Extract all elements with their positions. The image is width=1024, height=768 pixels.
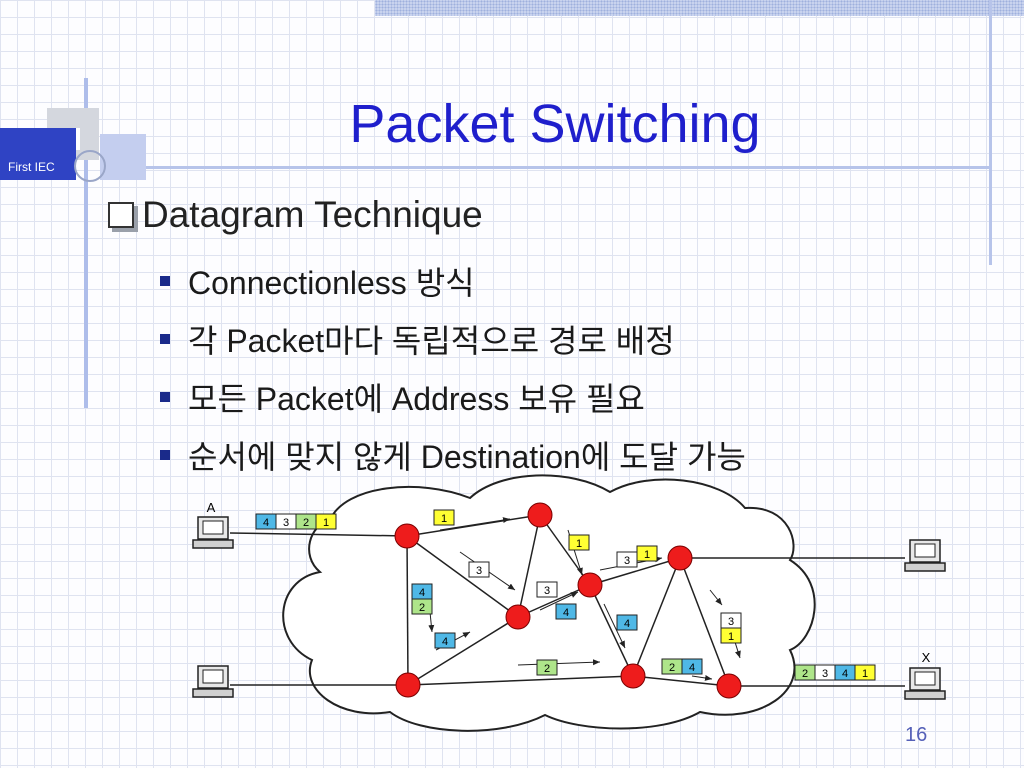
- packet-label: 1: [576, 538, 582, 550]
- square-bullet-icon: [160, 334, 170, 344]
- packet-label: 3: [476, 565, 482, 577]
- node: [667, 545, 693, 571]
- sub-bullet: 각 Packet마다 독립적으로 경로 배정: [160, 316, 675, 362]
- slide-title: Packet Switching: [349, 94, 761, 154]
- decor-top-band: [375, 0, 1024, 16]
- decor-right-line: [989, 0, 992, 265]
- packet-label: 1: [728, 631, 734, 643]
- logo-ring: [74, 150, 106, 182]
- packet-label: 2: [419, 602, 425, 614]
- packet-label: 2: [802, 668, 808, 680]
- computer-icon: [904, 667, 946, 700]
- computer-icon: [192, 516, 234, 549]
- packet-label: 4: [624, 618, 630, 630]
- packet-label: 1: [862, 668, 868, 680]
- square-bullet-icon: [160, 450, 170, 460]
- node: [527, 502, 553, 528]
- packet-label: 2: [303, 517, 309, 529]
- logo-text: First IEC: [8, 160, 55, 174]
- sub-bullet-text: 각 Packet마다 독립적으로 경로 배정: [188, 323, 675, 359]
- main-bullet: Datagram Technique: [108, 194, 483, 236]
- computer-icon: [904, 539, 946, 572]
- packet-label: 1: [441, 513, 447, 525]
- sub-bullet-text: Connectionless 방식: [188, 265, 475, 301]
- checkbox-bullet-icon: [108, 202, 134, 228]
- node: [395, 672, 421, 698]
- sub-bullet: 모든 Packet에 Address 보유 필요: [160, 374, 645, 420]
- packet-label: 2: [544, 663, 550, 675]
- node: [577, 572, 603, 598]
- packet-label: 2: [669, 662, 675, 674]
- decor-title-underline: [100, 166, 990, 169]
- node: [505, 604, 531, 630]
- packet-label: 3: [728, 616, 734, 628]
- main-bullet-text: Datagram Technique: [142, 194, 483, 235]
- host-a-label: A: [207, 500, 216, 515]
- square-bullet-icon: [160, 392, 170, 402]
- sub-bullet-text: 순서에 맞지 않게 Destination에 도달 가능: [188, 439, 746, 475]
- packet-label: 4: [442, 636, 448, 648]
- packet-label: 4: [263, 517, 269, 529]
- network-links: [229, 514, 905, 687]
- decor-blue-square: [100, 134, 146, 180]
- dest-packet-queue: 2 3 4 1: [794, 664, 876, 681]
- packet-label: 3: [283, 517, 289, 529]
- host-x-label: X: [922, 650, 931, 665]
- logo-box: [0, 128, 76, 180]
- source-packet-queue: 4 3 2 1: [255, 513, 337, 530]
- sub-bullet: 순서에 맞지 않게 Destination에 도달 가능: [160, 432, 746, 478]
- packet-label: 4: [842, 668, 848, 680]
- packet-label: 4: [689, 662, 695, 674]
- packet-label: 1: [644, 549, 650, 561]
- network-nodes: [394, 502, 742, 699]
- decor-left-line: [84, 78, 88, 408]
- node: [716, 673, 742, 699]
- square-bullet-icon: [160, 276, 170, 286]
- packet-label: 3: [822, 668, 828, 680]
- packet-label: 1: [323, 517, 329, 529]
- packet-label: 3: [544, 585, 550, 597]
- sub-bullet: Connectionless 방식: [160, 258, 475, 304]
- in-transit-packets: 1 1 3 1 3 3 4 2 4 4 4 3 1 2 2 4: [411, 509, 742, 676]
- packet-label: 3: [624, 555, 630, 567]
- node: [394, 523, 420, 549]
- sub-bullet-text: 모든 Packet에 Address 보유 필요: [188, 381, 645, 417]
- node: [620, 663, 646, 689]
- computer-icon: [192, 665, 234, 698]
- page-number: 16: [905, 724, 928, 746]
- packet-label: 4: [563, 607, 569, 619]
- packet-label: 4: [419, 587, 425, 599]
